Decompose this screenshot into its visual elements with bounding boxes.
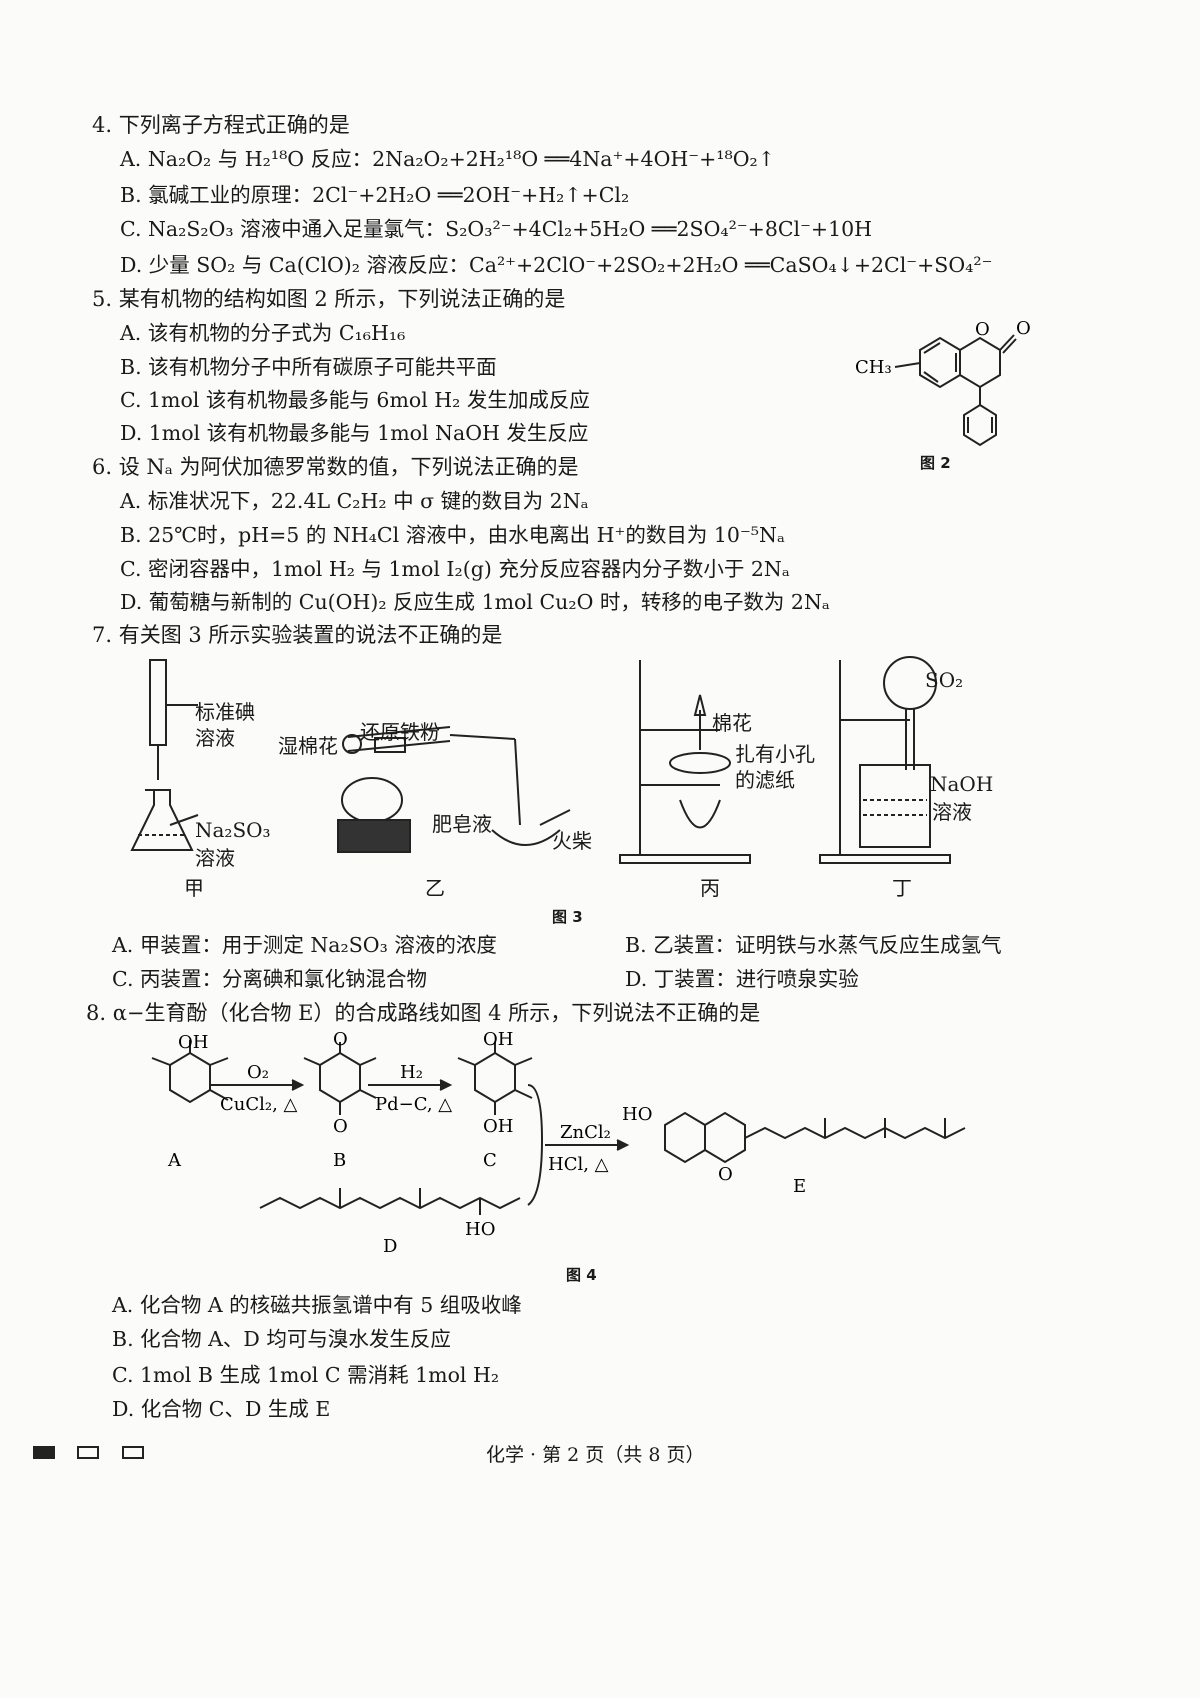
q8-option-b: B. 化合物 A、D 均可与溴水发生反应 (112, 1327, 451, 1351)
compound-b-label: B (333, 1150, 346, 1171)
arrow3-bottom: HCl, △ (548, 1154, 609, 1175)
arrow3-top: ZnCl₂ (560, 1122, 611, 1143)
q6-option-d: D. 葡萄糖与新制的 Cu(OH)₂ 反应生成 1mol Cu₂O 时，转移的电… (120, 590, 830, 614)
footer-marker-empty-2 (122, 1446, 144, 1459)
q8-option-c: C. 1mol B 生成 1mol C 需消耗 1mol H₂ (112, 1363, 500, 1387)
d-ho: HO (465, 1219, 495, 1240)
yi-label-wet-cotton: 湿棉花 (278, 734, 338, 758)
e-ho: HO (622, 1104, 652, 1125)
bing-label-cotton: 棉花 (712, 711, 752, 735)
c-oh-bottom: OH (483, 1116, 513, 1137)
q4-option-b: B. 氯碱工业的原理：2Cl⁻+2H₂O ══2OH⁻+H₂↑+Cl₂ (120, 183, 630, 207)
q5-option-d: D. 1mol 该有机物最多能与 1mol NaOH 发生反应 (120, 421, 589, 445)
compound-e-label: E (793, 1176, 806, 1197)
arrow1-bottom: CuCl₂, △ (220, 1094, 298, 1115)
yi-label-match: 火柴 (552, 829, 592, 853)
figure-4-scheme: OH O O OH OH HO HO O O₂ CuCl₂, △ H₂ Pd−C… (151, 1030, 966, 1257)
ding-label-naoh-1: NaOH (930, 772, 994, 796)
q5-stem: 5. 某有机物的结构如图 2 所示，下列说法正确的是 (92, 287, 566, 311)
footer-marker-empty-1 (77, 1446, 99, 1459)
q6-option-a: A. 标准状况下，22.4L C₂H₂ 中 σ 键的数目为 2Nₐ (120, 489, 589, 513)
q8-option-d: D. 化合物 C、D 生成 E (112, 1397, 331, 1421)
jia-label-iodine-2: 溶液 (195, 726, 235, 750)
bing-label-filter-2: 的滤纸 (735, 768, 795, 792)
ding-label-so2: SO₂ (925, 668, 964, 692)
compound-d-label: D (383, 1236, 397, 1257)
b-o-top: O (333, 1030, 348, 1050)
figure-3-caption: 图 3 (552, 908, 583, 926)
a-oh: OH (178, 1032, 208, 1053)
jia-label-iodine-1: 标准碘 (195, 700, 255, 724)
q4-option-c: C. Na₂S₂O₃ 溶液中通入足量氯气：S₂O₃²⁻+4Cl₂+5H₂O ══… (120, 217, 873, 241)
c-oh-top: OH (483, 1030, 513, 1050)
yi-name: 乙 (425, 876, 445, 900)
q6-option-c: C. 密闭容器中，1mol H₂ 与 1mol I₂(g) 充分反应容器内分子数… (120, 557, 790, 581)
q7-option-a: A. 甲装置：用于测定 Na₂SO₃ 溶液的浓度 (112, 933, 497, 957)
q4-stem: 4. 下列离子方程式正确的是 (92, 113, 350, 137)
compound-c-label: C (483, 1150, 497, 1171)
e-o: O (718, 1164, 733, 1185)
fig2-methyl-label: CH₃ (855, 357, 892, 378)
ding-label-naoh-2: 溶液 (932, 800, 972, 824)
q6-option-b: B. 25℃时，pH=5 的 NH₄Cl 溶液中，由水电离出 H⁺的数目为 10… (120, 523, 785, 547)
arrow1-top: O₂ (247, 1062, 269, 1083)
q5-option-a: A. 该有机物的分子式为 C₁₆H₁₆ (120, 321, 406, 345)
figure-4-caption: 图 4 (566, 1266, 597, 1284)
q6-stem: 6. 设 Nₐ 为阿伏加德罗常数的值，下列说法正确的是 (92, 455, 579, 479)
bing-name: 丙 (700, 876, 720, 900)
q8-stem: 8. α−生育酚（化合物 E）的合成路线如图 4 所示，下列说法不正确的是 (86, 1001, 761, 1025)
fig2-ring-oxygen: O (975, 319, 990, 340)
q7-option-c: C. 丙装置：分离碘和氯化钠混合物 (112, 967, 427, 991)
q7-option-b: B. 乙装置：证明铁与水蒸气反应生成氢气 (625, 933, 1002, 957)
footer-marker-filled (33, 1446, 55, 1459)
arrow2-top: H₂ (400, 1062, 423, 1083)
page-footer: 化学 · 第 2 页（共 8 页） (486, 1444, 705, 1466)
b-o-bottom: O (333, 1116, 348, 1137)
q4-option-d: D. 少量 SO₂ 与 Ca(ClO)₂ 溶液反应：Ca²⁺+2ClO⁻+2SO… (120, 253, 993, 277)
arrow2-bottom: Pd−C, △ (375, 1094, 452, 1115)
q5-option-c: C. 1mol 该有机物最多能与 6mol H₂ 发生加成反应 (120, 388, 590, 412)
q7-option-d: D. 丁装置：进行喷泉实验 (625, 967, 859, 991)
bing-label-filter-1: 扎有小孔 (735, 742, 815, 766)
fig2-keto-oxygen: O (1016, 318, 1031, 339)
yi-label-soap: 肥皂液 (432, 812, 492, 836)
compound-a-label: A (167, 1150, 182, 1171)
jia-label-sulfite-1: Na₂SO₃ (195, 818, 271, 842)
yi-label-iron-powder: 还原铁粉 (360, 720, 440, 744)
figure-3-apparatus (130, 656, 951, 864)
jia-label-sulfite-2: 溶液 (195, 846, 235, 870)
jia-name: 甲 (184, 876, 204, 900)
q7-stem: 7. 有关图 3 所示实验装置的说法不正确的是 (92, 623, 503, 647)
q5-option-b: B. 该有机物分子中所有碳原子可能共平面 (120, 355, 497, 379)
q8-option-a: A. 化合物 A 的核磁共振氢谱中有 5 组吸收峰 (112, 1293, 522, 1317)
ding-name: 丁 (892, 876, 912, 900)
q4-option-a: A. Na₂O₂ 与 H₂¹⁸O 反应：2Na₂O₂+2H₂¹⁸O ══4Na⁺… (120, 147, 775, 171)
figure-2-structure: O O CH₃ (855, 318, 1031, 447)
figure-2-caption: 图 2 (920, 454, 951, 472)
